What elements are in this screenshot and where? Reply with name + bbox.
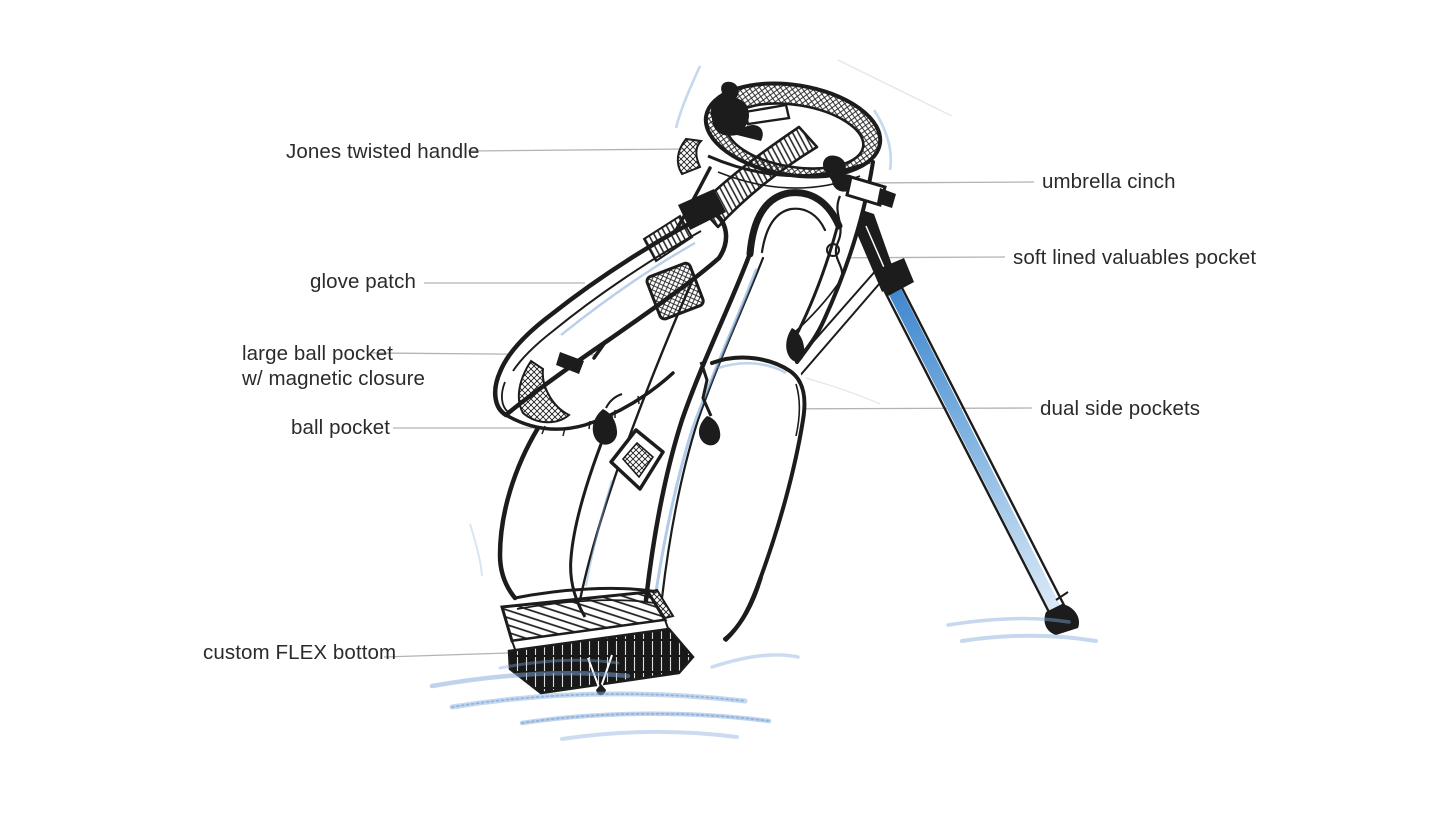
hood-bottom — [504, 352, 675, 445]
ball-pocket-zipper-pull — [592, 409, 618, 445]
stand-leg — [885, 281, 1063, 617]
callout-dual-side-pockets: dual side pockets — [1040, 397, 1201, 420]
cinch-cord — [834, 195, 844, 283]
callout-umbrella-cinch: umbrella cinch — [1042, 170, 1176, 193]
spine-arch — [746, 189, 843, 258]
callout-valuables-pocket: soft lined valuables pocket — [1013, 246, 1257, 269]
callout-large-ball-pocket: large ball pocket w/ magnetic closure — [242, 341, 425, 391]
side-pocket-panel — [698, 328, 807, 641]
flex-base-slab — [507, 627, 695, 695]
callout-ball-pocket: ball pocket — [291, 416, 391, 439]
callout-large-ball-pocket-line1: large ball pocket — [242, 342, 393, 365]
stand-foot — [1044, 604, 1080, 635]
pencil-guides — [469, 59, 953, 577]
bag-body-fill — [500, 162, 873, 640]
ball-pocket-seam — [569, 415, 614, 618]
umbrella-cinch-hardware — [794, 155, 896, 333]
spine-channel — [643, 189, 843, 603]
callout-jones-twisted-handle: Jones twisted handle — [286, 140, 480, 163]
flex-bottom — [500, 588, 695, 696]
callout-custom-flex-bottom: custom FLEX bottom — [203, 641, 397, 664]
ground-shading — [429, 616, 1098, 741]
logo-patch — [609, 428, 665, 491]
leader-jones-handle — [467, 148, 687, 152]
magnetic-closure-mesh — [517, 359, 571, 424]
stand-leg-joint — [876, 258, 914, 296]
leader-flex-bottom — [383, 652, 509, 658]
side-pocket-zipper — [699, 361, 713, 417]
glove-patch — [645, 261, 705, 321]
leader-umbrella-cinch — [854, 181, 1035, 184]
handle-hardware — [710, 96, 763, 141]
callout-large-ball-pocket-line2: w/ magnetic closure — [242, 367, 426, 390]
zipper-pull — [698, 416, 721, 446]
valuables-zipper-pull — [786, 328, 805, 362]
spine-blue-accent — [654, 268, 758, 594]
twisted-handle — [676, 81, 819, 229]
callout-glove-patch: glove patch — [310, 270, 416, 293]
